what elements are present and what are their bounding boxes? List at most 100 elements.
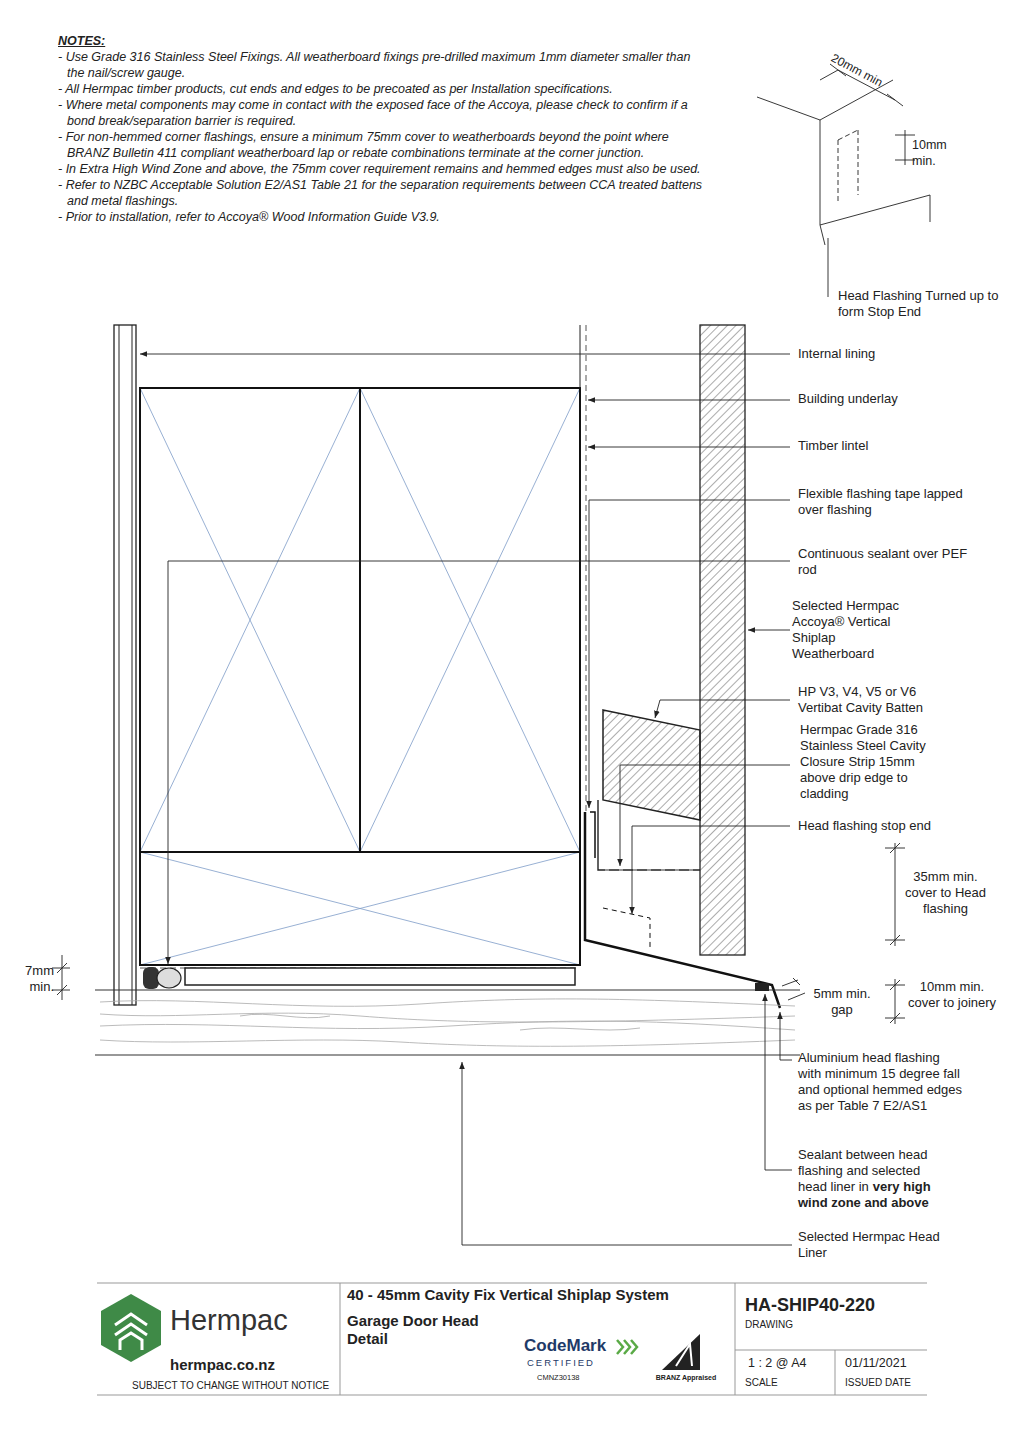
dimension-lines xyxy=(890,935,900,945)
leader-lines xyxy=(462,1062,792,1245)
title-block-text: hermpac.co.nz xyxy=(170,1356,335,1374)
dimension-lines xyxy=(890,980,900,990)
callout-label: Internal lining xyxy=(798,346,998,362)
note-text: - For non-hemmed corner flashings, ensur… xyxy=(58,129,708,161)
sealant-pef-rod xyxy=(143,967,181,989)
timber-lintel xyxy=(360,388,580,852)
joinery-sill xyxy=(95,989,800,990)
timber-lintel xyxy=(140,388,580,965)
callout-label: 10mm min. xyxy=(912,137,962,169)
note-text: - Where metal components may come in con… xyxy=(58,97,708,129)
note-text: - In Extra High Wind Zone and above, the… xyxy=(58,161,708,177)
title-block-text: BRANZ Appraised xyxy=(646,1373,726,1382)
stop-end-isometric xyxy=(757,97,820,120)
notes-heading: NOTES: xyxy=(58,33,708,49)
title-block-text: ISSUED DATE xyxy=(845,1377,925,1389)
cavity-closure-strip xyxy=(598,800,700,870)
leader-lines xyxy=(140,354,790,355)
dimension-lines xyxy=(62,955,63,1000)
joinery-sill xyxy=(100,1040,795,1046)
joinery-sill xyxy=(240,1014,330,1017)
leader-lines xyxy=(620,765,790,866)
title-block-text: CMNZ30138 xyxy=(537,1373,617,1383)
callout-label: 5mm min. gap xyxy=(813,986,871,1018)
head-liner xyxy=(185,968,575,985)
title-block-frame xyxy=(735,1283,736,1395)
codemark-logo xyxy=(631,1340,637,1354)
dimension-lines xyxy=(52,990,70,991)
joinery-sill xyxy=(755,983,769,991)
timber-lintel xyxy=(140,851,580,853)
notes-block: NOTES:- Use Grade 316 Stainless Steel Fi… xyxy=(58,33,708,225)
callout-label: Timber lintel xyxy=(798,438,998,454)
dimension-lines xyxy=(788,993,805,1000)
dimension-lines xyxy=(890,1013,900,1023)
head-flashing xyxy=(585,812,780,1008)
title-block-text: 40 - 45mm Cavity Fix Vertical Shiplap Sy… xyxy=(347,1286,733,1304)
codemark-logo xyxy=(617,1340,623,1354)
building-underlay xyxy=(586,325,587,812)
stop-end-isometric xyxy=(895,135,915,136)
leader-lines xyxy=(780,1012,792,1060)
stop-end-isometric xyxy=(887,94,903,106)
callout-label: Head Flashing Turned up to form Stop End xyxy=(838,288,1013,320)
callout-label: Aluminium head flashing with minimum 15 … xyxy=(798,1050,966,1114)
codemark-logo xyxy=(617,1340,637,1354)
hermpac-logo xyxy=(101,1294,161,1362)
joinery-sill xyxy=(100,999,795,1006)
title-block-text: SCALE xyxy=(745,1377,830,1389)
note-text: - Use Grade 316 Stainless Steel Fixings.… xyxy=(58,49,708,81)
stop-end-isometric xyxy=(820,195,930,225)
building-underlay xyxy=(140,325,586,968)
title-block-text: CERTIFIED xyxy=(527,1357,627,1369)
joinery-sill xyxy=(95,1054,800,1055)
branz-logo xyxy=(662,1334,700,1370)
joinery-sill xyxy=(95,983,800,1055)
weatherboard xyxy=(700,325,745,955)
timber-lintel xyxy=(360,388,580,852)
title-block-text: 01/11/2021 xyxy=(845,1356,925,1371)
title-block-frame xyxy=(735,1350,927,1351)
joinery-sill xyxy=(520,1028,640,1030)
dimension-lines xyxy=(52,968,70,969)
callout-label: Continuous sealant over PEF rod xyxy=(798,546,968,578)
title-block-frame xyxy=(97,1395,927,1396)
branz-logo xyxy=(676,1344,692,1366)
note-text: - Refer to NZBC Acceptable Solution E2/A… xyxy=(58,177,708,209)
stop-end-isometric xyxy=(828,238,829,297)
callout-label: Sealant between head flashing and select… xyxy=(798,1147,950,1211)
callout-label: Head flashing stop end xyxy=(798,818,968,834)
head-flashing xyxy=(603,908,650,950)
leader-lines xyxy=(765,994,792,1170)
note-text: - Prior to installation, refer to Accoya… xyxy=(58,209,708,225)
stop-end-isometric xyxy=(820,70,838,80)
internal-lining xyxy=(119,325,120,1005)
codemark-logo xyxy=(624,1340,630,1354)
internal-lining xyxy=(114,325,136,1005)
stop-end-isometric xyxy=(757,64,930,297)
leader-lines xyxy=(588,400,790,401)
joinery-sill xyxy=(100,1021,795,1030)
dimension-lines xyxy=(793,978,800,985)
callout-label: 7mm min. xyxy=(14,963,54,995)
timber-lintel xyxy=(140,388,580,965)
joinery-sill xyxy=(100,1013,795,1022)
branz-logo xyxy=(662,1334,700,1370)
callout-label: Flexible flashing tape lapped over flash… xyxy=(798,486,976,518)
cavity-closure-strip xyxy=(598,800,700,870)
title-block-frame xyxy=(340,1283,341,1395)
leader-lines xyxy=(748,630,790,631)
leader-lines xyxy=(140,354,792,1245)
hermpac-logo xyxy=(120,1333,142,1350)
callout-label: Hermpac Grade 316 Stainless Steel Cavity… xyxy=(800,722,950,802)
stop-end-isometric xyxy=(858,130,859,195)
timber-lintel xyxy=(140,388,360,852)
title-block-text: Hermpac xyxy=(170,1303,335,1337)
title-block-text: CodeMark xyxy=(524,1336,619,1356)
callout-label: HP V3, V4, V5 or V6 Vertibat Cavity Batt… xyxy=(798,684,958,716)
stop-end-isometric xyxy=(820,225,825,245)
dimension-lines xyxy=(890,843,900,853)
leader-lines xyxy=(588,447,790,448)
timber-lintel xyxy=(140,325,580,965)
stop-end-isometric xyxy=(820,120,821,225)
